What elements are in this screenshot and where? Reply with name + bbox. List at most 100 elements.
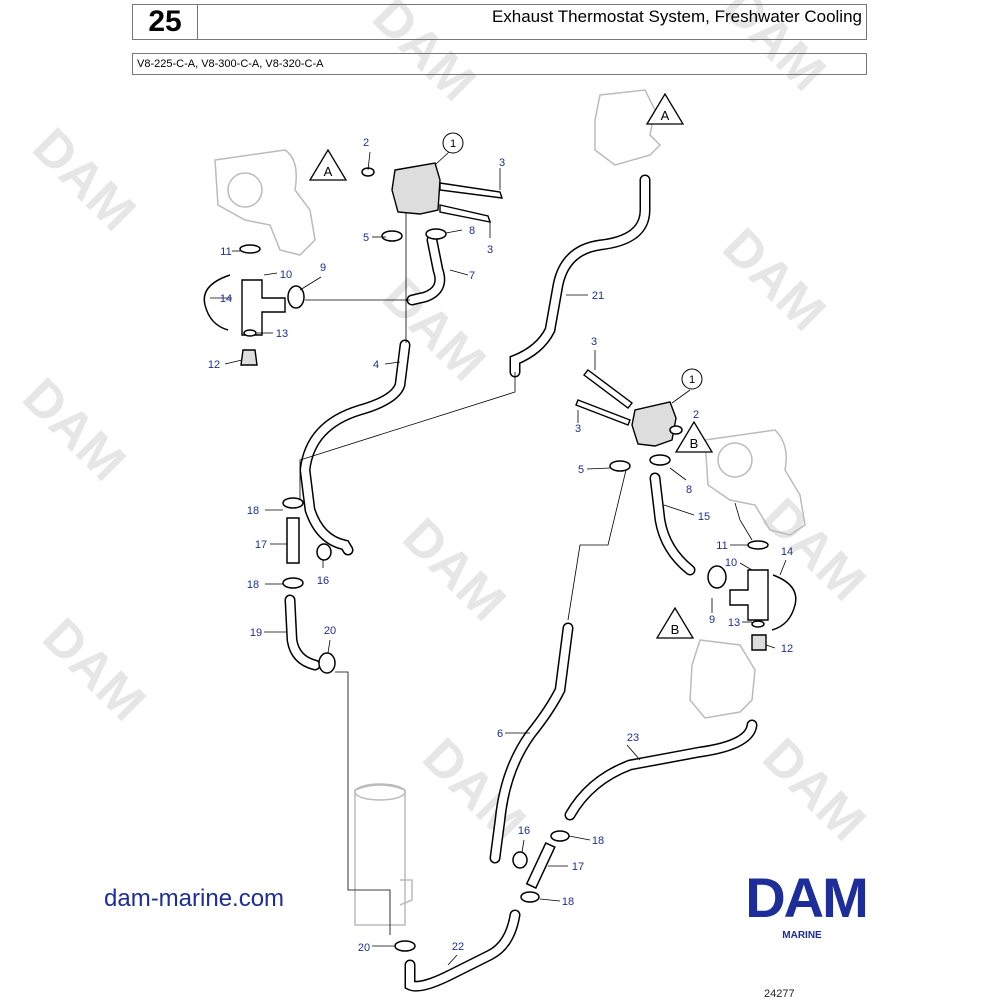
callout-14: 14 xyxy=(781,546,793,558)
callout-18: 18 xyxy=(592,835,604,847)
left-thermostat-housing xyxy=(391,162,441,215)
reference-markers xyxy=(308,92,714,639)
callout-16: 16 xyxy=(317,575,329,587)
clamp-9-left xyxy=(287,285,305,309)
clip-14-right xyxy=(771,574,797,631)
left-drain-plug xyxy=(240,349,258,366)
callout-17: 17 xyxy=(255,539,267,551)
callout-11: 11 xyxy=(716,540,727,552)
right-drain-plug xyxy=(751,634,767,651)
callout-23: 23 xyxy=(627,732,639,744)
callout-12: 12 xyxy=(781,643,793,655)
callout-18: 18 xyxy=(247,579,259,591)
callout-circle-1 xyxy=(442,132,464,154)
watermark-text: DAM xyxy=(752,487,877,612)
leader-lines xyxy=(210,151,787,966)
watermark-text: DAM xyxy=(752,727,877,852)
clamp-18-c xyxy=(550,830,570,842)
heat-exchanger-tank xyxy=(354,784,406,926)
o-ring-11-left xyxy=(239,244,261,254)
callout-7: 7 xyxy=(469,270,475,282)
callout-20: 20 xyxy=(358,942,370,954)
callout-22: 22 xyxy=(452,941,464,953)
callout-4: 4 xyxy=(373,359,379,371)
clamp-16-right xyxy=(512,851,528,869)
logo-tagline: MARINE xyxy=(782,930,822,941)
callout-6: 6 xyxy=(497,728,503,740)
o-ring-11-right xyxy=(747,540,769,550)
manifold-a xyxy=(594,89,662,166)
callout-11: 11 xyxy=(220,246,231,258)
callout-16: 16 xyxy=(518,825,530,837)
clip-14-left xyxy=(203,274,231,331)
callout-3: 3 xyxy=(499,157,505,169)
watermark-text: DAM xyxy=(12,367,137,492)
clamp-5-left xyxy=(381,230,403,242)
clamp-8-right xyxy=(649,454,671,466)
hose-21 xyxy=(509,174,651,378)
callout-15: 15 xyxy=(698,511,710,523)
callout-3: 3 xyxy=(575,423,581,435)
hose-4 xyxy=(299,339,411,556)
callout-8: 8 xyxy=(469,225,475,237)
callout-12: 12 xyxy=(208,359,220,371)
left-exhaust-elbow xyxy=(214,149,316,256)
right-bolt xyxy=(583,369,633,409)
callout-13: 13 xyxy=(276,328,288,340)
callout-18: 18 xyxy=(562,896,574,908)
clamp-8-left xyxy=(425,228,447,240)
connector-17-left xyxy=(286,517,300,564)
clamp-9-right xyxy=(707,565,727,589)
right-exhaust-elbow-port xyxy=(717,442,753,478)
dam-marine-logo: DAM MARINE xyxy=(745,866,869,941)
callout-1: 1 xyxy=(450,138,456,150)
ref-triangle-b-upper xyxy=(674,420,714,453)
watermark-text: DAM xyxy=(392,507,517,632)
callout-circle-1 xyxy=(681,368,703,390)
clamp-20-lower xyxy=(394,940,416,952)
left-bolt xyxy=(439,182,504,199)
clamp-18-d xyxy=(520,891,540,903)
callout-10: 10 xyxy=(280,269,292,281)
callout-5: 5 xyxy=(363,232,369,244)
clamp-16-left xyxy=(316,543,332,561)
ref-b-label: B xyxy=(671,622,680,637)
ref-triangle-a-right xyxy=(645,92,685,125)
callout-3: 3 xyxy=(591,336,597,348)
website-link[interactable]: dam-marine.com xyxy=(104,885,285,912)
right-bolt-lower xyxy=(575,399,631,426)
callout-13: 13 xyxy=(728,617,740,629)
right-tee-fitting xyxy=(729,569,769,621)
ref-a-label: A xyxy=(324,164,333,179)
callout-3: 3 xyxy=(487,244,493,256)
callout-8: 8 xyxy=(686,484,692,496)
callout-20: 20 xyxy=(324,625,336,637)
left-bolt-lower xyxy=(439,204,492,223)
clamp-20-upper xyxy=(318,652,336,674)
callout-9: 9 xyxy=(320,262,326,274)
component-parts xyxy=(240,162,769,651)
watermark-text: DAM xyxy=(22,117,147,242)
callout-5: 5 xyxy=(578,464,584,476)
right-thermostat-housing xyxy=(631,401,677,447)
callout-10: 10 xyxy=(725,557,737,569)
watermark-text: DAM xyxy=(712,217,837,342)
right-exhaust-elbow xyxy=(704,429,806,536)
tank-outlet xyxy=(399,879,413,906)
callout-2: 2 xyxy=(693,409,699,421)
ref-b-label: B xyxy=(690,436,699,451)
left-exhaust-elbow-port xyxy=(227,172,263,208)
engine-models: V8-225-C-A, V8-300-C-A, V8-320-C-A xyxy=(132,53,867,75)
hose-fills xyxy=(286,176,756,991)
callout-1: 1 xyxy=(689,374,695,386)
callout-19: 19 xyxy=(250,627,262,639)
tank-cap xyxy=(354,783,406,801)
page-title: Exhaust Thermostat System, Freshwater Co… xyxy=(197,4,867,40)
connector-17-right xyxy=(525,841,556,889)
ref-triangle-a-left xyxy=(308,148,348,181)
clamp-5-right xyxy=(609,460,631,472)
ref-triangle-b-lower xyxy=(655,606,695,639)
retaining-clips xyxy=(203,274,797,631)
clamp-18-b xyxy=(282,577,304,589)
ghost-components xyxy=(214,89,806,926)
